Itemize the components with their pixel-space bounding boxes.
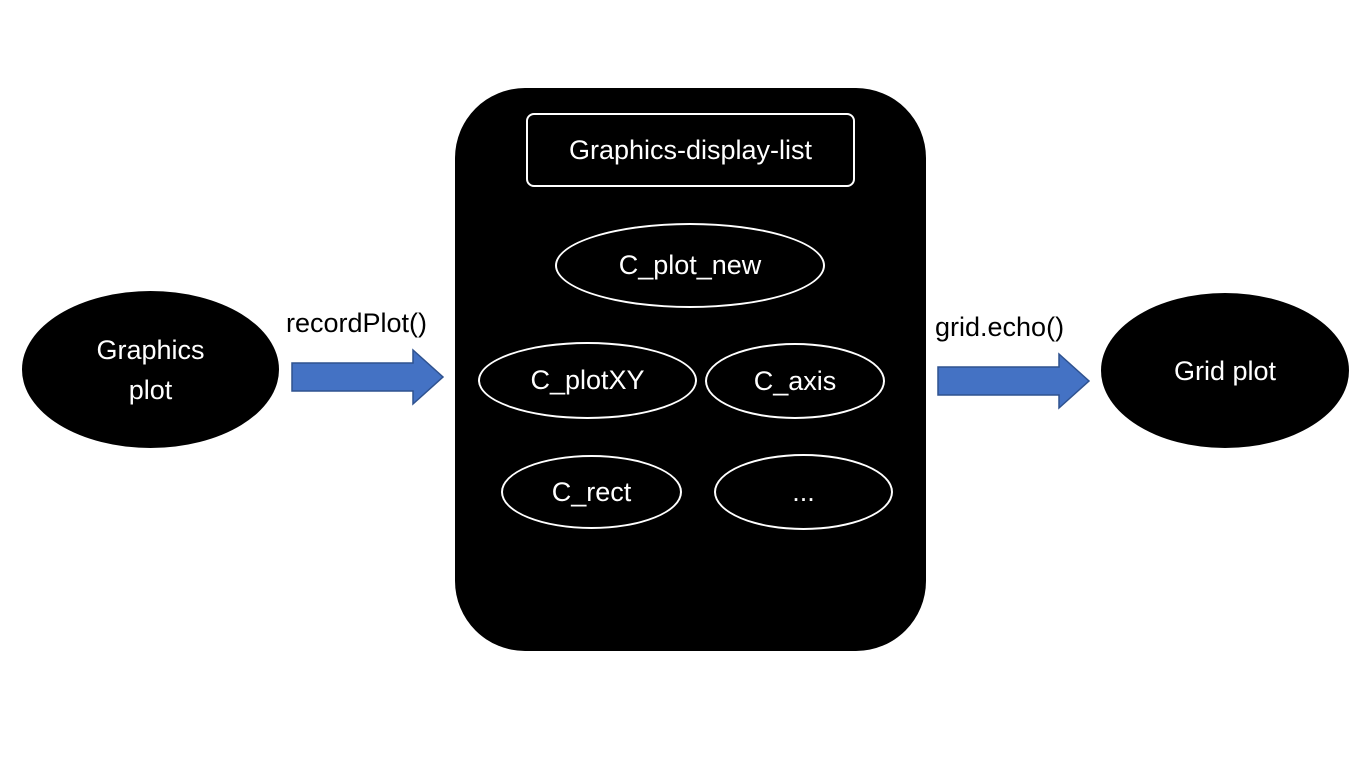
record-plot-label: recordPlot() — [286, 308, 428, 338]
c-plot-new-node: C_plot_new — [555, 223, 825, 308]
graphics-plot-node: Graphics plot — [22, 291, 279, 448]
c-rect-node: C_rect — [501, 455, 682, 529]
c-plotxy-node: C_plotXY — [478, 342, 697, 419]
ellipsis-node: ... — [714, 454, 893, 530]
grid-plot-label: Grid plot — [1173, 355, 1277, 386]
c-axis-node: C_axis — [705, 343, 885, 419]
grid-echo-label: grid.echo() — [935, 312, 1065, 342]
grid-plot-node: Grid plot — [1101, 293, 1349, 448]
graphics-display-list-title: Graphics-display-list — [526, 113, 855, 187]
graphics-plot-label-line1: Graphics — [96, 334, 205, 365]
grid-echo-arrow — [937, 352, 1091, 410]
graphics-plot-label-line2: plot — [128, 374, 173, 405]
record-plot-arrow — [291, 348, 445, 406]
